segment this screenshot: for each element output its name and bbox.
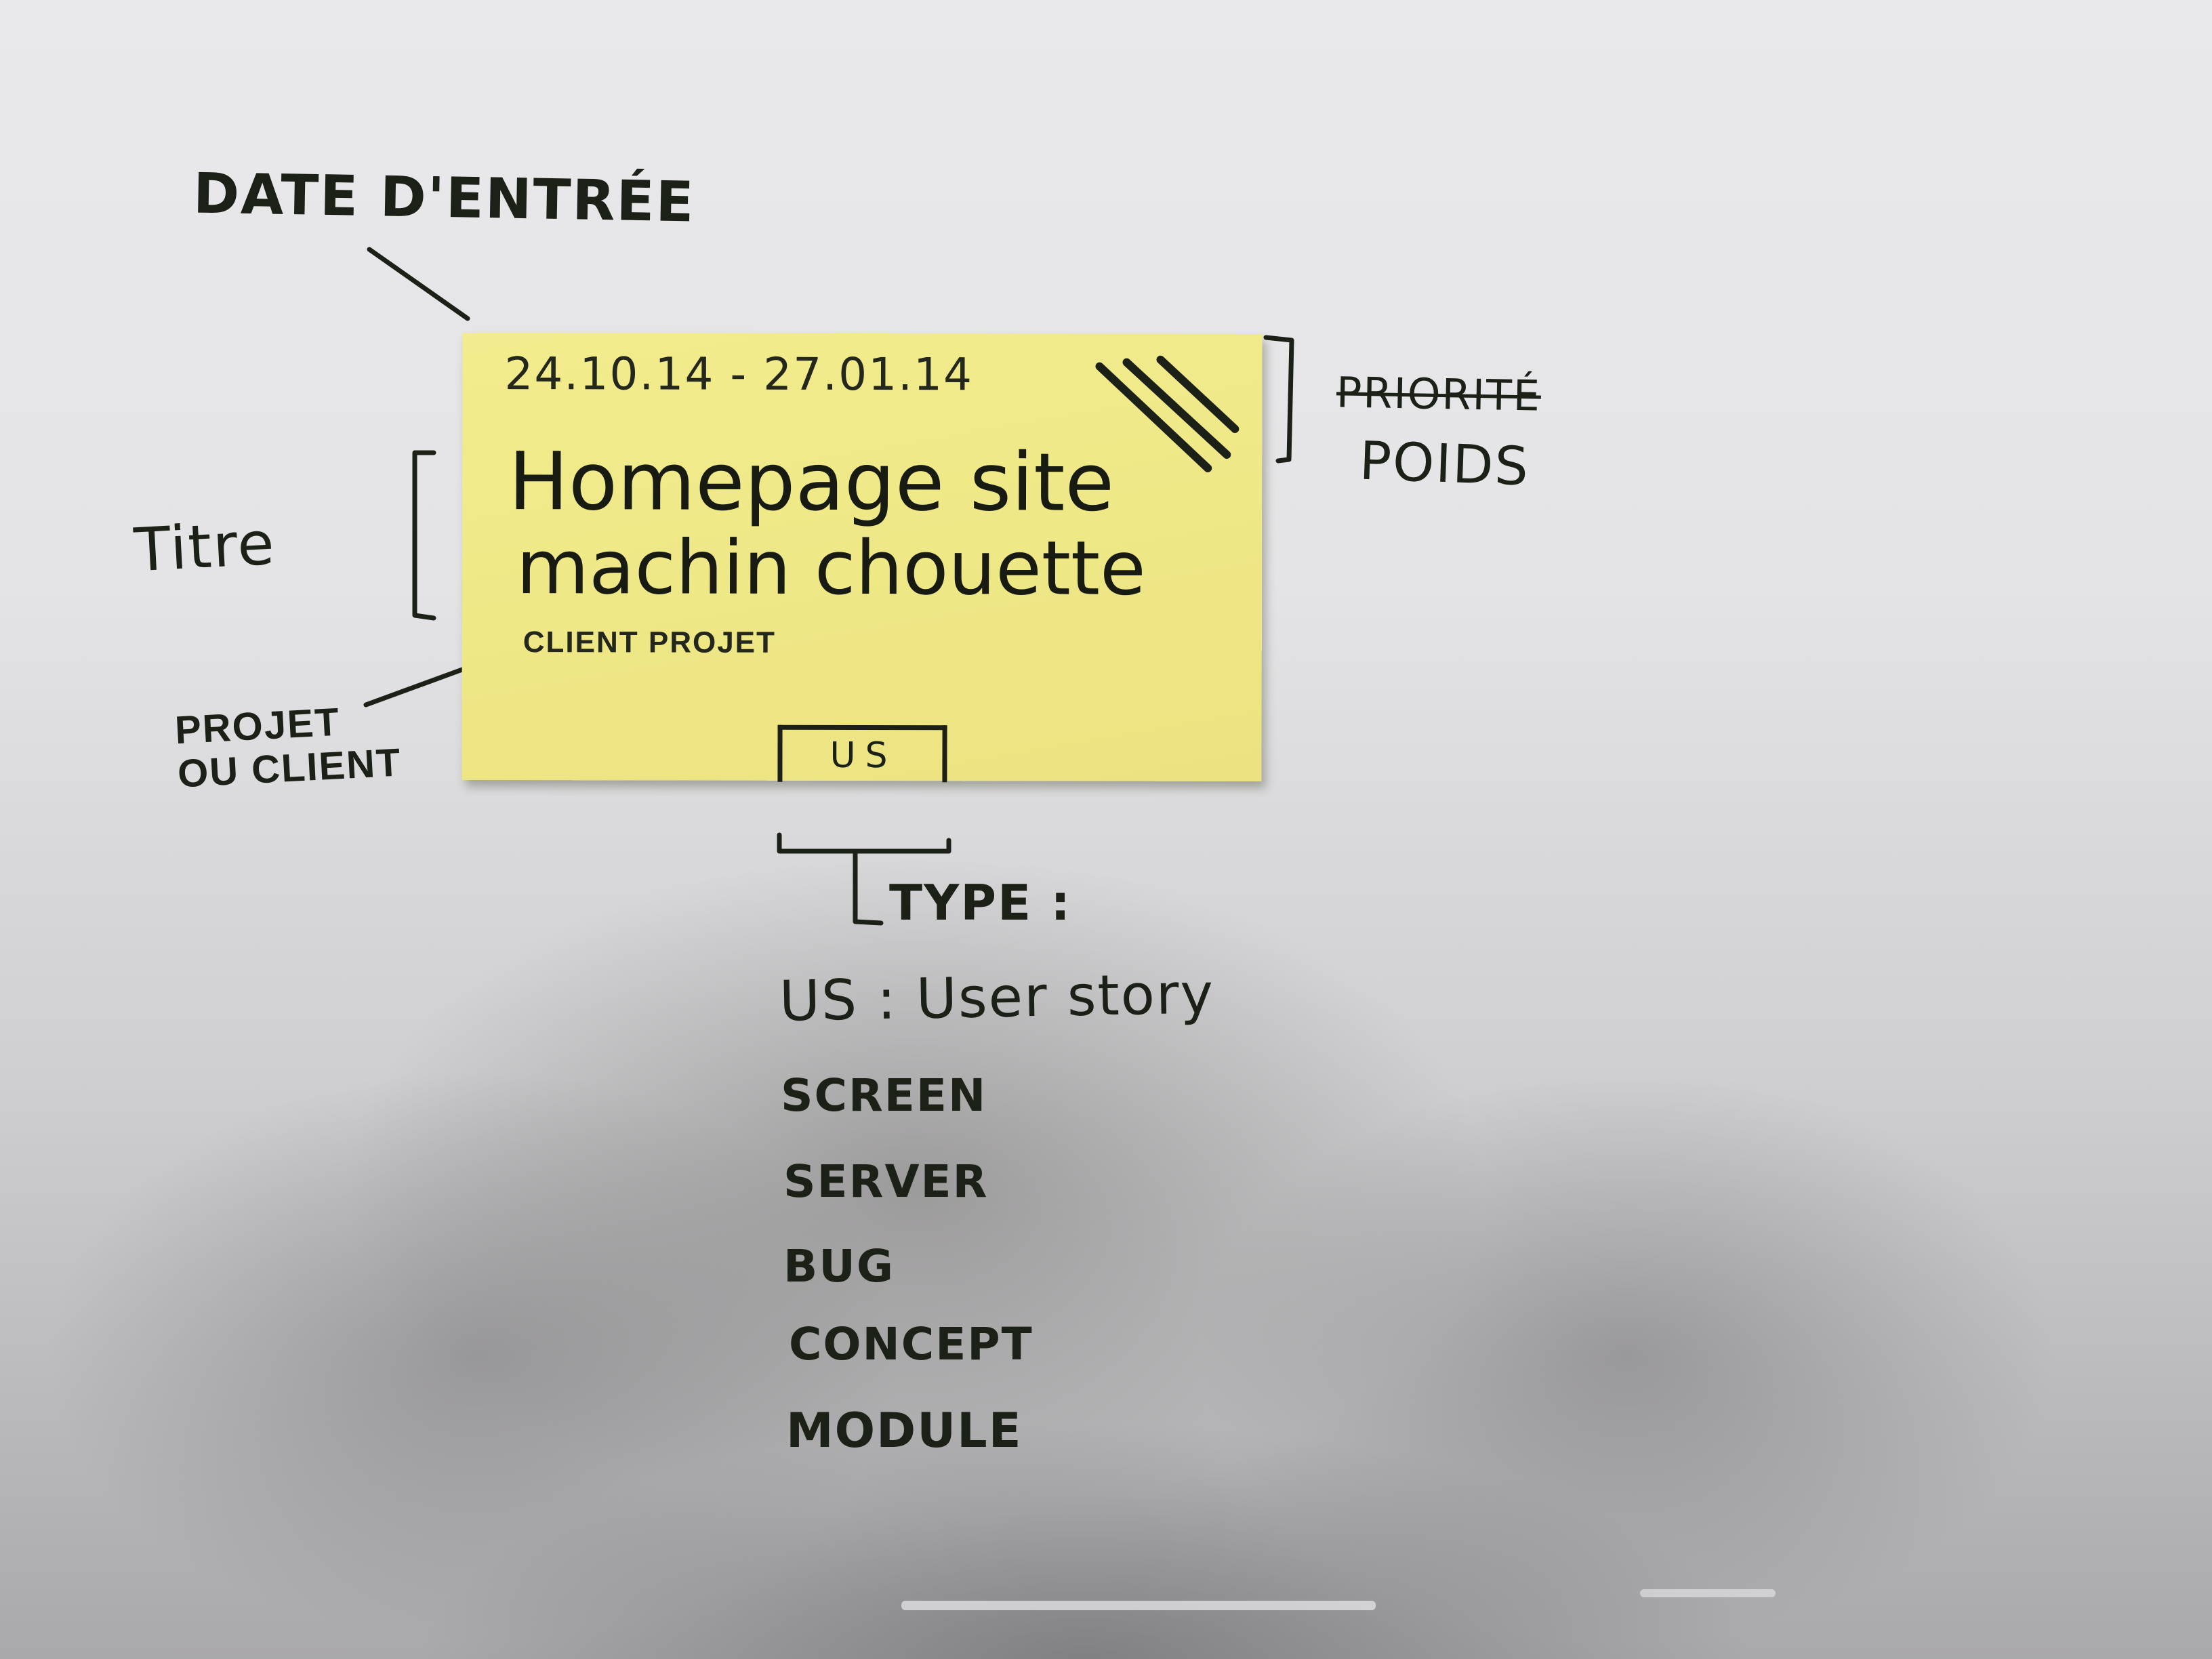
priority-label-struck: PRIORITÉ [1336,367,1542,421]
weight-label: POIDS [1358,430,1531,498]
note-type-tag-box: US [777,724,947,783]
board-tray-highlight-right [1640,1589,1776,1597]
weight-bracket [1263,335,1294,464]
type-connector [853,848,884,926]
note-dates: 24.10.14 - 27.01.14 [504,348,974,401]
type-item-screen: SCREEN [781,1069,987,1122]
weight-marks-icon [1095,355,1240,472]
type-item-server: SERVER [783,1155,989,1208]
date-leader-line [367,247,470,321]
note-type-tag: US [830,735,897,777]
sticky-note-card: 24.10.14 - 27.01.14 Homepage site machin… [462,332,1263,783]
note-title-line1: Homepage site [508,434,1115,529]
type-item-us: US : User story [779,962,1215,1034]
project-leader-line [363,667,465,708]
type-bracket [777,832,951,854]
type-item-module: MODULE [786,1403,1023,1458]
title-label: Titre [132,508,277,586]
type-item-bug: BUG [783,1240,895,1292]
note-title-line2: machin chouette [516,524,1146,612]
note-client-project: CLIENT PROJET [523,626,776,659]
board-tray-highlight [901,1601,1376,1610]
type-heading: TYPE : [889,874,1072,931]
type-item-concept: CONCEPT [789,1318,1033,1370]
date-entry-label: DATE D'ENTRÉE [192,161,696,235]
title-bracket [412,450,436,621]
